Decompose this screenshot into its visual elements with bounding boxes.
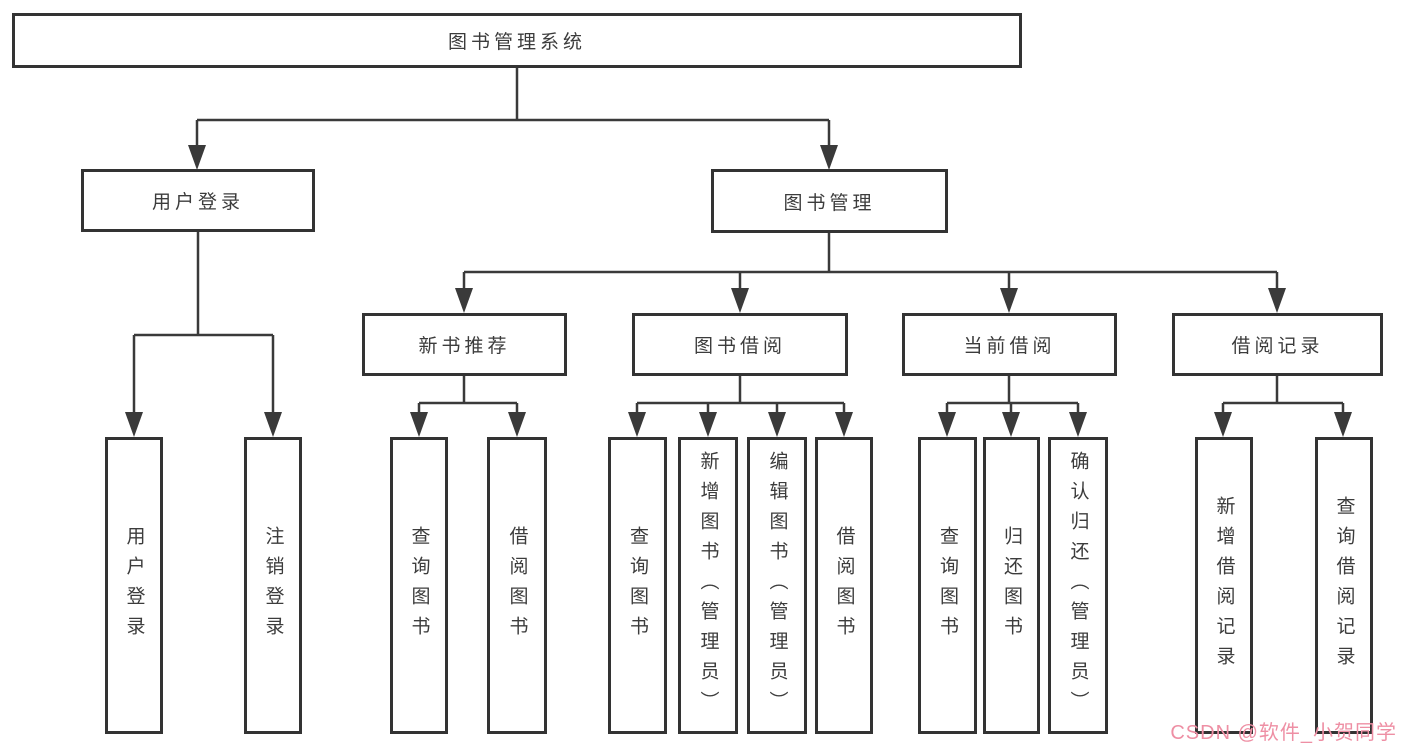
leaf-query-book-under-current: 查询图书 [918,437,977,734]
leaf-query-book-under-borrowing: 查询图书 [608,437,667,734]
leaf-confirm-return-admin: 确认归还（管理员） [1048,437,1108,734]
leaf-return-book: 归还图书 [983,437,1040,734]
node-book-borrowing-label: 图书借阅 [693,336,786,357]
arrowheads [125,145,1352,437]
node-new-book-recommendation-label: 新书推荐 [418,336,511,357]
leaf-logout: 注销登录 [244,437,302,734]
leaf-user-login-label: 用户登录 [123,525,145,646]
leaf-query-borrow-record-label: 查询借阅记录 [1333,495,1355,676]
node-borrowing-records-label: 借阅记录 [1231,336,1324,357]
node-book-management-label: 图书管理 [783,192,876,214]
node-current-borrowing: 当前借阅 [902,313,1117,376]
node-user-login-label: 用户登录 [151,192,244,213]
csdn-watermark: CSDN @软件_小贺同学 [1170,722,1397,744]
leaf-return-book-label: 归还图书 [1001,525,1022,646]
leaf-borrow-book-label: 借阅图书 [506,525,528,646]
leaf-add-book-admin: 新增图书（管理员） [678,437,738,734]
node-borrowing-records: 借阅记录 [1172,313,1383,376]
leaf-borrow-book-label: 借阅图书 [833,525,855,646]
node-new-book-recommendation: 新书推荐 [362,313,567,376]
node-book-borrowing: 图书借阅 [632,313,848,376]
node-user-login: 用户登录 [81,169,315,232]
leaf-query-borrow-record: 查询借阅记录 [1315,437,1373,734]
leaf-edit-book-admin-label: 编辑图书（管理员） [766,450,788,721]
leaf-logout-label: 注销登录 [262,525,284,646]
leaf-add-borrow-record-label: 新增借阅记录 [1213,495,1235,676]
node-current-borrowing-label: 当前借阅 [963,336,1056,357]
node-root-system: 图书管理系统 [12,13,1022,68]
leaf-query-book-under-new-book: 查询图书 [390,437,448,734]
leaf-user-login: 用户登录 [105,437,163,734]
leaf-borrow-book-under-new-book: 借阅图书 [487,437,547,734]
leaf-query-book-label: 查询图书 [627,525,648,646]
leaf-query-book-label: 查询图书 [937,525,958,646]
leaf-edit-book-admin: 编辑图书（管理员） [747,437,807,734]
node-root-label: 图书管理系统 [447,32,586,53]
leaf-query-book-label: 查询图书 [408,525,430,646]
leaf-add-book-admin-label: 新增图书（管理员） [697,450,719,721]
leaf-confirm-return-admin-label: 确认归还（管理员） [1067,450,1089,721]
node-book-management: 图书管理 [711,169,948,233]
leaf-add-borrow-record: 新增借阅记录 [1195,437,1253,734]
leaf-borrow-book-under-borrowing: 借阅图书 [815,437,873,734]
